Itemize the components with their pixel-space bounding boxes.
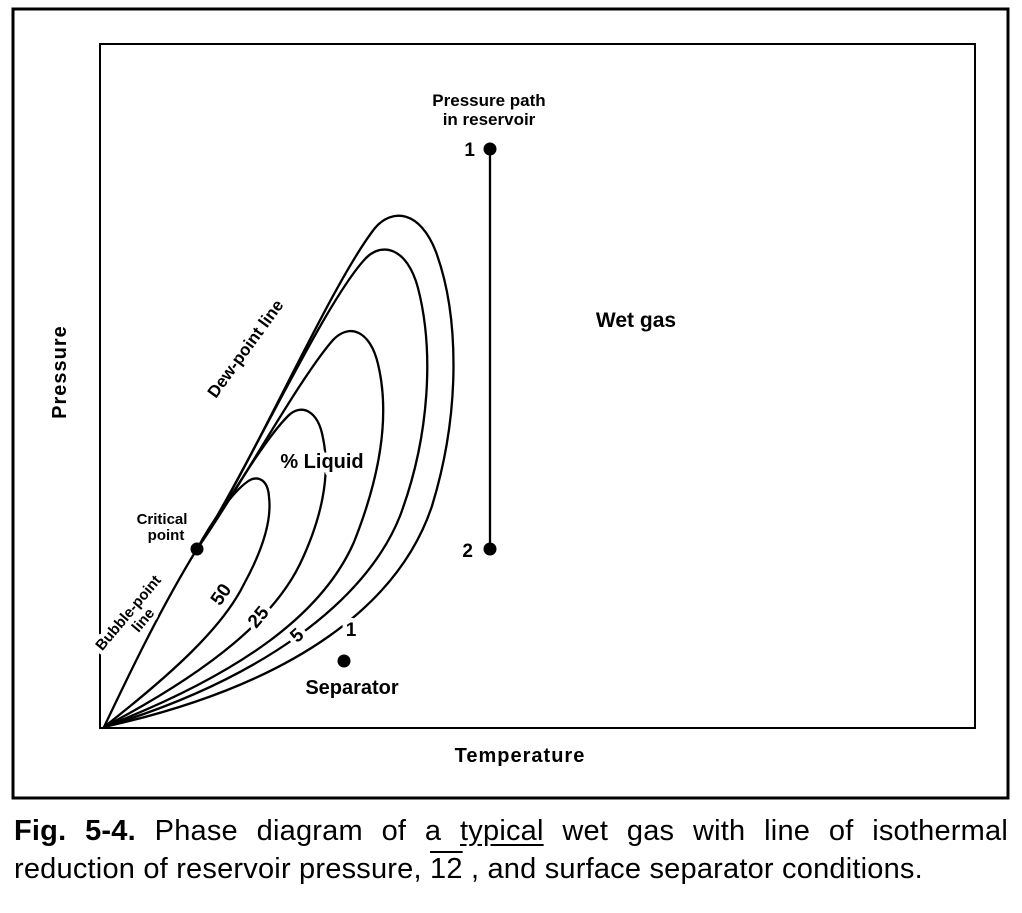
separator-label: Separator: [305, 677, 399, 699]
outer-border: [11, 7, 1010, 800]
wet-gas-label: Wet gas: [596, 309, 676, 332]
caption-segment-12: 12: [430, 853, 463, 885]
pressure-path-label-line2: in reservoir: [443, 110, 536, 129]
quality-line-5: [102, 329, 385, 729]
critical-point-label-line1: Critical: [137, 511, 188, 528]
caption-text-3: reduction of reservoir pressure,: [14, 853, 422, 885]
phase-diagram-figure: Pressure Temperature Pressure path in re…: [11, 7, 1010, 800]
percent-liquid-label: % Liquid: [280, 451, 363, 473]
caption-emphasized-word: typical: [460, 815, 544, 847]
x-axis-label: Temperature: [455, 745, 586, 767]
bubble-point-line-label: Bubble-pointline: [92, 572, 177, 664]
reservoir-point-2-label: 2: [462, 541, 473, 562]
caption-text-4: , and surface separator conditions.: [470, 853, 923, 885]
critical-point-dot: [190, 542, 204, 556]
quality-line-25: [102, 408, 327, 729]
figure-caption: Fig. 5-4. Phase diagram of a typical wet…: [14, 812, 1008, 888]
phase-envelope: [102, 214, 455, 729]
quality-label-1: 1: [346, 620, 357, 641]
caption-line-1: Fig. 5-4. Phase diagram of a typical wet…: [14, 812, 1008, 850]
separator-dot: [337, 654, 351, 668]
caption-line-2: reduction of reservoir pressure, 12 , an…: [14, 850, 1008, 888]
caption-fig-number: Fig. 5-4.: [14, 815, 136, 847]
caption-text-2: wet gas with line of isothermal: [562, 815, 1008, 847]
quality-label-5: 5: [286, 624, 308, 647]
quality-line-50: [102, 477, 271, 729]
plot-box: [99, 43, 976, 729]
pressure-path-label-line1: Pressure path: [432, 91, 545, 110]
y-axis-label: Pressure: [49, 325, 71, 419]
quality-label-25: 25: [244, 602, 274, 632]
reservoir-point-1-label: 1: [464, 140, 475, 161]
dew-point-line-label: Dew-point line: [204, 296, 288, 401]
quality-line-1: [102, 248, 429, 729]
reservoir-point-2-dot: [483, 542, 497, 556]
critical-point-label-line2: point: [148, 527, 185, 544]
reservoir-point-1-dot: [483, 142, 497, 156]
caption-text-1: Phase diagram of a: [154, 815, 442, 847]
